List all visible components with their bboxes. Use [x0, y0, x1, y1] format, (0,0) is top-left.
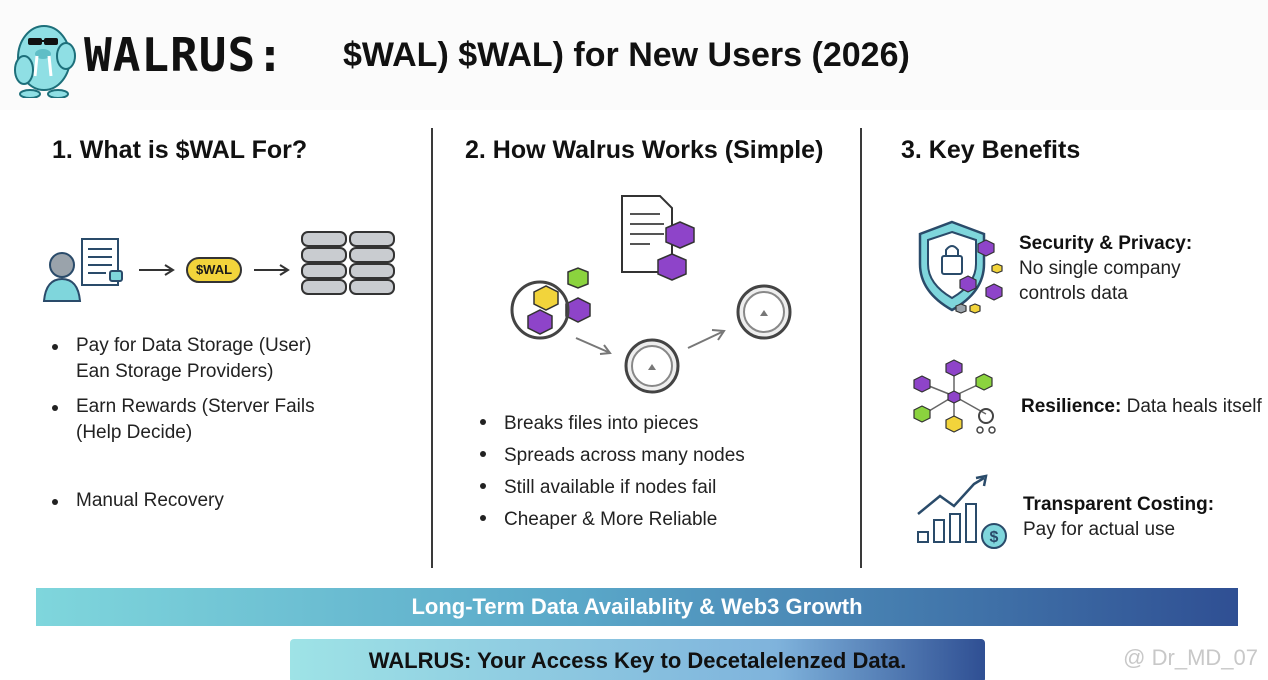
- list-item: Spreads across many nodes: [478, 440, 745, 472]
- file-sharding-diagram-icon: [510, 195, 792, 394]
- what-is-wal-list: Earn Rewards (Sterver Fails (Help Decide): [50, 394, 315, 446]
- header: WALRUS: $WAL) $WAL) for New Users (2026): [0, 0, 1268, 110]
- svg-text:$: $: [990, 529, 999, 546]
- benefit-costing: Transparent Costing: Pay for actual use: [1023, 492, 1214, 542]
- benefit-text: No single company: [1019, 258, 1181, 279]
- list-item: Breaks files into pieces: [478, 408, 745, 440]
- list-item-text: Still available if nodes fail: [504, 477, 717, 498]
- watermark: @ Dr_MD_07: [1123, 645, 1258, 671]
- cost-chart-icon: $: [917, 474, 1007, 549]
- wal-token-badge: $WAL: [186, 257, 242, 283]
- what-is-wal-list: Pay for Data Storage (User) Ean Storage P…: [50, 333, 311, 385]
- list-item: Still available if nodes fail: [478, 472, 745, 504]
- column-divider: [431, 128, 433, 568]
- list-item: Pay for Data Storage (User) Ean Storage P…: [50, 333, 311, 385]
- benefit-label: Security & Privacy:: [1019, 233, 1193, 254]
- brand-wordmark: WALRUS:: [84, 28, 285, 82]
- list-item-text: Spreads across many nodes: [504, 445, 745, 466]
- section-title-how-it-works: 2. How Walrus Works (Simple): [465, 136, 824, 164]
- page-title: $WAL) $WAL) for New Users (2026): [343, 36, 910, 74]
- list-item-text: Breaks files into pieces: [504, 413, 699, 434]
- list-item-text: Cheaper & More Reliable: [504, 509, 718, 530]
- list-item: Manual Recovery: [50, 488, 224, 514]
- benefit-text: Pay for actual use: [1023, 519, 1176, 540]
- section-title-what-is-wal: 1. What is $WAL For?: [52, 136, 308, 164]
- growth-banner: Long-Term Data Availablity & Web3 Growth: [36, 588, 1238, 626]
- list-item-text: Pay for Data Storage (User): [76, 335, 312, 356]
- list-item-text: Ean Storage Providers): [76, 361, 274, 382]
- benefit-label: Resilience:: [1021, 396, 1122, 417]
- user-document-icon: [42, 238, 123, 302]
- how-it-works-list: Breaks files into pieces Spreads across …: [478, 408, 745, 536]
- shield-lock-icon: [918, 220, 1003, 314]
- column-divider: [860, 128, 862, 568]
- section-title-key-benefits: 3. Key Benefits: [901, 136, 1081, 164]
- server-storage-icon: [301, 231, 395, 295]
- list-item-text: Earn Rewards (Sterver Fails: [76, 396, 315, 417]
- tagline-text: Your Access Key to Decetalelenzed Data.: [471, 648, 907, 673]
- list-item: Earn Rewards (Sterver Fails (Help Decide): [50, 394, 315, 446]
- arrow-right-icon: [139, 264, 175, 276]
- tagline-banner: WALRUS: Your Access Key to Decetalelenze…: [290, 639, 985, 680]
- list-item-text: (Help Decide): [76, 422, 193, 443]
- benefit-security: Security & Privacy: No single company co…: [1019, 231, 1192, 306]
- list-item-text: Manual Recovery: [76, 490, 224, 511]
- what-is-wal-list: Manual Recovery: [50, 488, 224, 514]
- benefit-resilience: Resilience: Data heals itself: [1021, 394, 1268, 419]
- benefit-text: Data heals itself: [1121, 396, 1262, 417]
- network-nodes-icon: [913, 359, 996, 434]
- benefit-label: Transparent Costing:: [1023, 494, 1215, 515]
- wal-token-label: $WAL: [195, 262, 233, 277]
- arrow-right-icon: [254, 264, 290, 276]
- walrus-logo-icon: [14, 25, 76, 98]
- list-item: Cheaper & More Reliable: [478, 504, 745, 536]
- watermark-text: @ Dr_MD_07: [1123, 645, 1258, 670]
- benefit-text: controls data: [1019, 283, 1128, 304]
- tagline-brand: WALRUS:: [368, 648, 472, 673]
